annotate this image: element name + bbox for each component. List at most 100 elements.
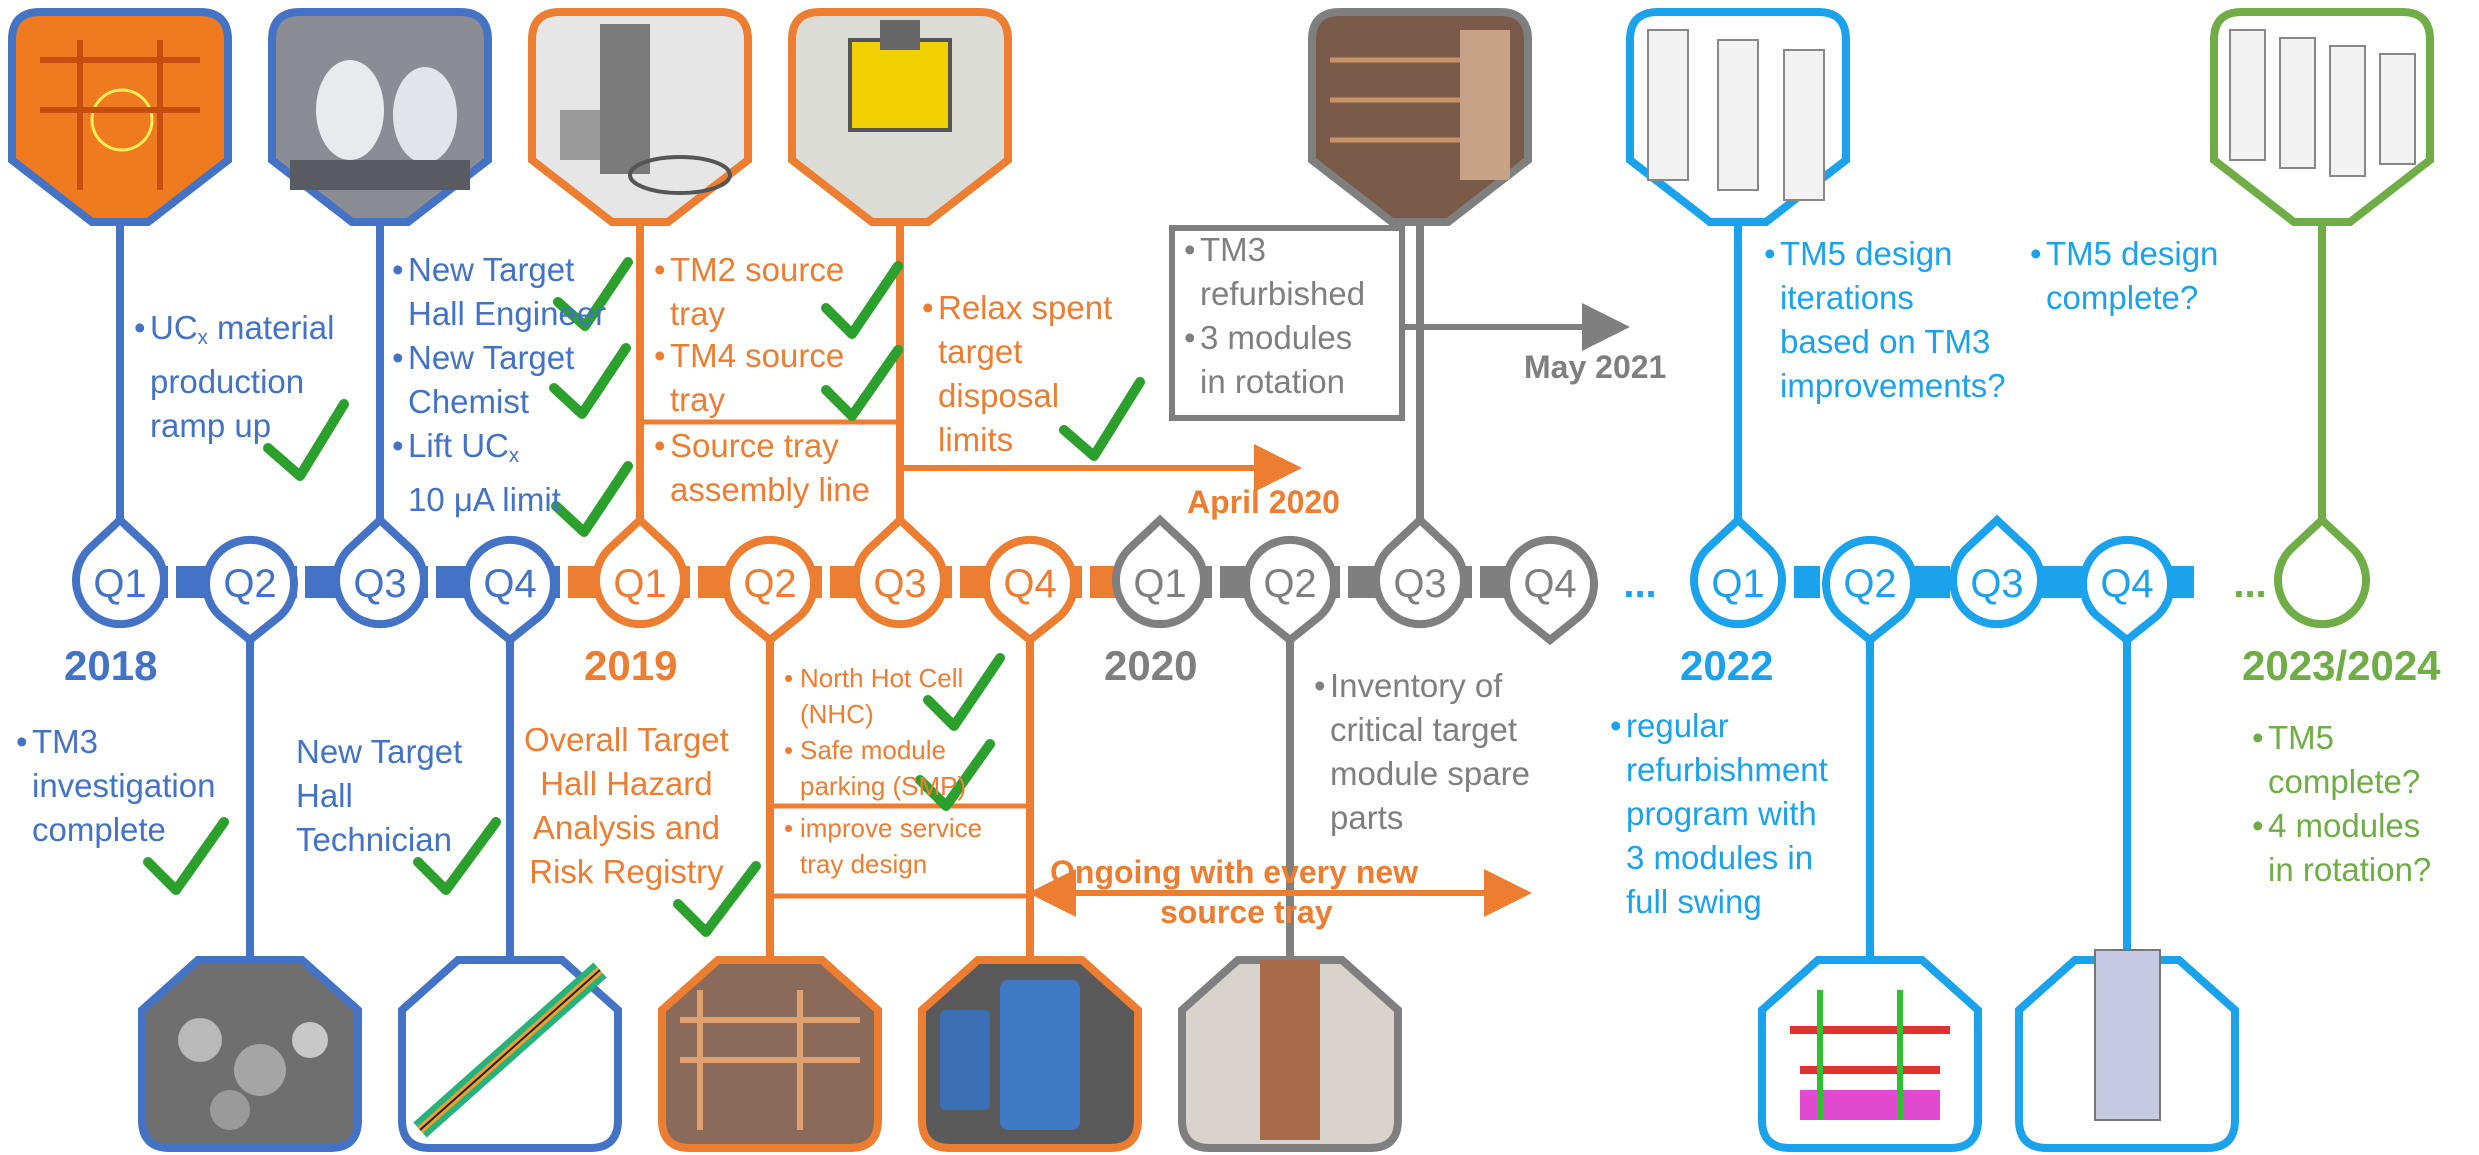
marker-2020-q3 xyxy=(1372,514,1468,629)
q-label-2022-q2: Q2 xyxy=(1843,562,1896,606)
text-inventory: Inventory of critical target module spar… xyxy=(1330,664,1530,840)
photo-trend-plot-bottom xyxy=(398,956,622,1152)
q-label-2018-q1: Q1 xyxy=(93,562,146,606)
marker-2019-q3 xyxy=(852,514,948,629)
photo-tm2-source-tray-top xyxy=(528,8,752,226)
year-2018: 2018 xyxy=(64,642,158,689)
ellipsis-2020-2022: ... xyxy=(1623,562,1656,606)
marker-2018-q1 xyxy=(72,514,168,629)
marker-2022-q4 xyxy=(2079,535,2175,646)
ellipsis-2022-2024: ... xyxy=(2233,562,2266,606)
label-may-2021: May 2021 xyxy=(1524,349,1667,385)
marker-2019-q4 xyxy=(982,535,1078,646)
photo-cleanroom-workers-top xyxy=(268,8,492,226)
q-label-2020-q2: Q2 xyxy=(1263,562,1316,606)
marker-2020-q4 xyxy=(1502,535,1598,646)
text-three-modules: 3 modules in rotation xyxy=(1200,316,1352,404)
marker-2022-q1 xyxy=(1690,514,1786,629)
q-label-2022-q4: Q4 xyxy=(2100,562,2153,606)
marker-2022-q2 xyxy=(1822,535,1918,646)
photo-cad-model-bottom xyxy=(1758,956,1982,1152)
photo-tm5-module-bottom xyxy=(2015,949,2239,1152)
marker-2018-q2 xyxy=(202,535,298,646)
check-ucx-icon xyxy=(263,399,349,481)
check-tm2-icon xyxy=(821,261,903,339)
text-new-target-chemist: New Target Chemist xyxy=(408,336,574,424)
marker-2020-q1 xyxy=(1112,514,1208,629)
text-ucx-material: UCx material production ramp up xyxy=(150,306,334,448)
year-2019: 2019 xyxy=(584,642,678,689)
text-tm2-source-tray: TM2 source tray xyxy=(670,248,844,336)
year-2020: 2020 xyxy=(1104,642,1198,689)
label-april-2020: April 2020 xyxy=(1187,484,1340,520)
photo-copper-assembly-bottom xyxy=(658,956,882,1152)
check-tm4-icon xyxy=(821,345,903,421)
photo-tm5-design-top xyxy=(1626,8,1850,226)
marker-2018-q3 xyxy=(332,514,428,629)
photo-tm5-complete-top xyxy=(2210,8,2434,226)
q-label-2019-q3: Q3 xyxy=(873,562,926,606)
q-label-2018-q2: Q2 xyxy=(223,562,276,606)
text-regular-refurbishment: regular refurbishment program with 3 mod… xyxy=(1626,704,1828,924)
photo-ucx-material-top xyxy=(8,8,232,226)
q-label-2020-q4: Q4 xyxy=(1523,562,1576,606)
photo-copper-module-bottom xyxy=(1178,956,1402,1152)
text-lift-ucx: Lift UCx 10 μA limit xyxy=(408,424,561,522)
check-engineer-icon xyxy=(553,257,633,331)
check-technician-icon xyxy=(413,817,501,895)
text-overall-target-hall: Overall Target Hall Hazard Analysis and … xyxy=(524,721,729,890)
marker-2020-q2 xyxy=(1242,535,1338,646)
photo-blue-module-bottom xyxy=(918,956,1142,1152)
marker-2019-q1 xyxy=(592,514,688,629)
text-improve-service-tray: improve service tray design xyxy=(800,810,982,882)
check-relax-icon xyxy=(1059,377,1145,461)
text-tm5-complete: TM5 complete? xyxy=(2268,716,2420,804)
label-ongoing-line1: Ongoing with every new xyxy=(1050,854,1419,890)
marker-2018-q4 xyxy=(462,535,558,646)
text-north-hot-cell: North Hot Cell (NHC) xyxy=(800,660,963,732)
photo-microstructure-bottom xyxy=(138,956,362,1152)
text-tm3-investigation: TM3 investigation complete xyxy=(32,720,215,852)
text-new-target-hall-technician: New Target Hall Technician xyxy=(296,733,463,858)
text-safe-module-parking: Safe module parking (SMP) xyxy=(800,732,966,804)
brackets-and-arrows xyxy=(637,225,1630,917)
year-2022: 2022 xyxy=(1680,642,1774,689)
text-tm4-source-tray: TM4 source tray xyxy=(670,334,844,422)
q-label-2022-q1: Q1 xyxy=(1711,562,1764,606)
text-source-tray-assembly: Source tray assembly line xyxy=(670,424,870,512)
text-tm3-refurbished: TM3 refurbished xyxy=(1200,228,1365,316)
label-ongoing-line2: source tray xyxy=(1160,894,1333,930)
check-smp-icon xyxy=(915,739,995,811)
q-label-2019-q2: Q2 xyxy=(743,562,796,606)
q-label-2018-q4: Q4 xyxy=(483,562,536,606)
marker-2019-q2 xyxy=(722,535,818,646)
check-tm3-investigation-icon xyxy=(143,817,229,895)
text-tm5-design-iterations: TM5 design iterations based on TM3 impro… xyxy=(1780,232,2006,408)
check-chemist-icon xyxy=(549,343,631,419)
q-label-2020-q1: Q1 xyxy=(1133,562,1186,606)
check-nhc-icon xyxy=(923,653,1005,731)
q-label-2019-q4: Q4 xyxy=(1003,562,1056,606)
text-four-modules: 4 modules in rotation? xyxy=(2268,804,2431,892)
q-label-2019-q1: Q1 xyxy=(613,562,666,606)
text-new-target-hall-engineer: New Target Hall Engineer xyxy=(408,248,606,336)
text-tm5-design-complete: TM5 design complete? xyxy=(2046,232,2218,320)
photo-tm4-source-tray-top xyxy=(788,8,1012,226)
check-marks xyxy=(143,257,1145,937)
bracket-source-tray xyxy=(637,419,903,510)
top-photo-frames xyxy=(8,8,2434,226)
quarter-labels: Q1 Q2 Q3 Q4 Q1 Q2 Q3 Q4 Q1 Q2 Q3 Q4 Q1 Q… xyxy=(93,562,2266,606)
photo-tm3-refurbished-top xyxy=(1308,8,1532,226)
marker-2022-q3 xyxy=(1949,514,2045,629)
bracket-service-tray xyxy=(770,803,1030,899)
text-relax-spent: Relax spent target disposal limits xyxy=(938,286,1112,462)
quarter-markers xyxy=(72,514,2370,646)
bottom-photo-frames xyxy=(138,949,2239,1152)
q-label-2022-q3: Q3 xyxy=(1970,562,2023,606)
q-label-2020-q3: Q3 xyxy=(1393,562,1446,606)
marker-2024 xyxy=(2274,514,2370,629)
check-hazard-icon xyxy=(673,861,761,937)
check-lift-ucx-icon xyxy=(551,461,633,537)
